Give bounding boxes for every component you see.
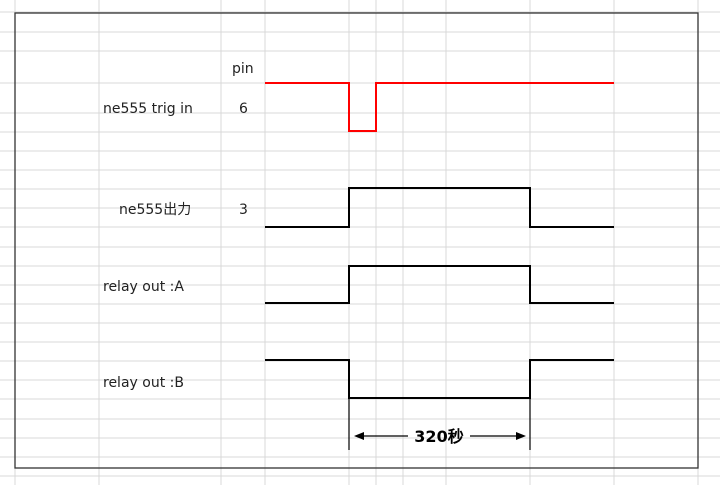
signal-label-output: ne555出力 — [119, 202, 191, 218]
pin-number-output: 3 — [239, 202, 248, 218]
diagram-frame — [14, 12, 699, 469]
waveform-ne555-output — [265, 187, 614, 228]
pin-header: pin — [232, 61, 254, 77]
waveform-relay-a — [265, 265, 614, 304]
duration-label: 320秒 — [414, 427, 463, 446]
waveform-relay-b — [265, 359, 614, 399]
waveform-trig-in — [265, 82, 614, 132]
arrow-left-icon — [354, 432, 364, 440]
signal-label-trig: ne555 trig in — [103, 101, 193, 117]
signal-label-relay-b: relay out :B — [103, 375, 184, 391]
signal-label-relay-a: relay out :A — [103, 279, 184, 295]
pin-number-trig: 6 — [239, 101, 248, 117]
arrow-right-icon — [516, 432, 526, 440]
